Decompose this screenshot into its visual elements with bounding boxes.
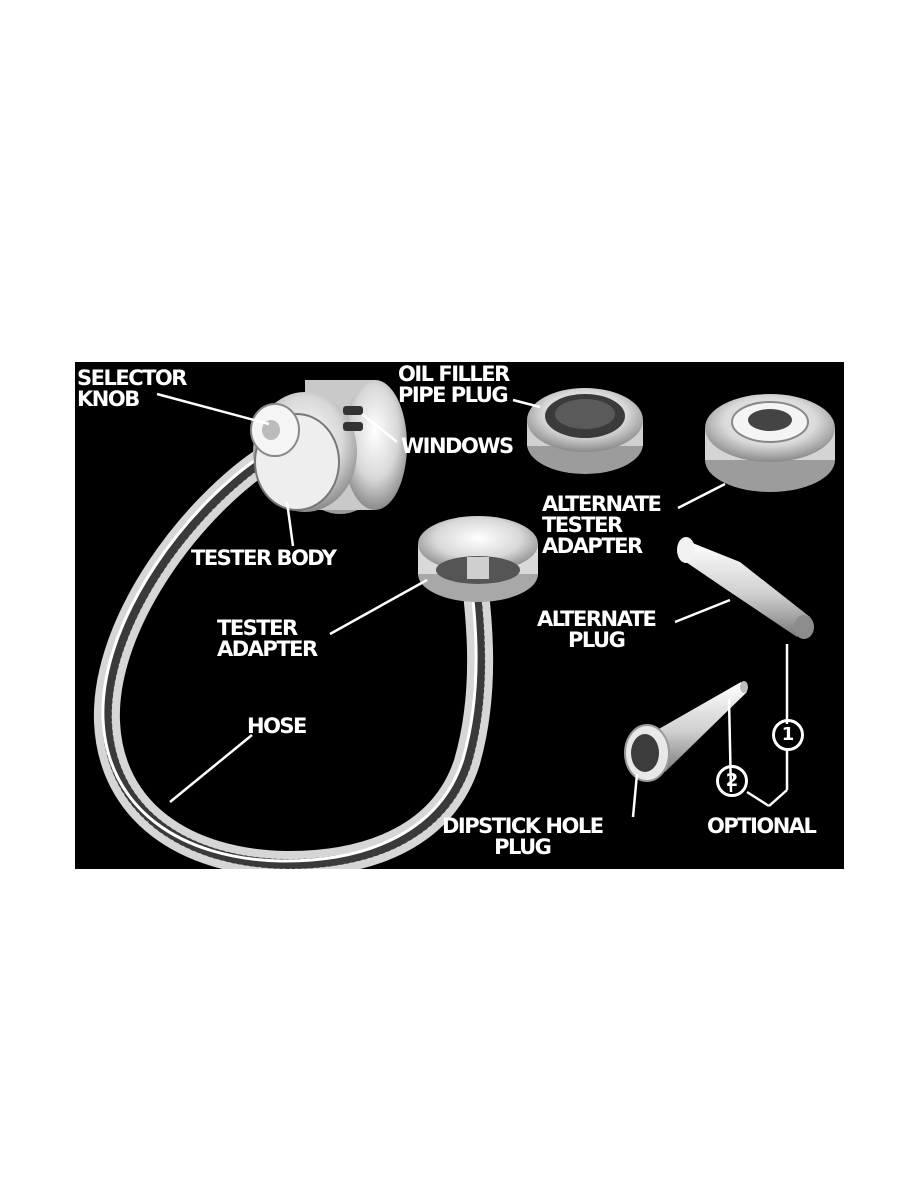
dipstick-hole-plug-illustration	[624, 681, 748, 782]
callout-2: 2	[716, 765, 748, 797]
callout-1: 1	[772, 719, 804, 751]
oil-filler-pipe-plug-label: OIL FILLER PIPE PLUG	[398, 362, 510, 407]
parts-diagram: SELECTOR KNOB OIL FILLER PIPE PLUG WINDO…	[75, 362, 844, 869]
optional-label: OPTIONAL	[707, 814, 817, 838]
hose-label: HOSE	[247, 714, 307, 738]
tester-adapter-illustration	[418, 516, 538, 602]
tester-adapter-label: TESTER ADAPTER	[217, 616, 318, 661]
alternate-plug-illustration	[677, 537, 814, 639]
alternate-tester-adapter-label: ALTERNATE TESTER ADAPTER	[542, 492, 662, 558]
alternate-plug-label: ALTERNATE PLUG	[537, 607, 657, 652]
alternate-tester-adapter-illustration	[705, 394, 835, 492]
parts-illustration	[93, 380, 835, 869]
dipstick-hole-plug-label: DIPSTICK HOLE PLUG	[442, 814, 604, 859]
windows-label: WINDOWS	[401, 434, 514, 458]
hose-illustration	[93, 441, 494, 869]
tester-body-label: TESTER BODY	[191, 546, 337, 570]
tester-body-illustration	[250, 380, 407, 514]
selector-knob-label: SELECTOR KNOB	[77, 366, 187, 411]
oil-filler-pipe-plug-illustration	[527, 388, 643, 474]
